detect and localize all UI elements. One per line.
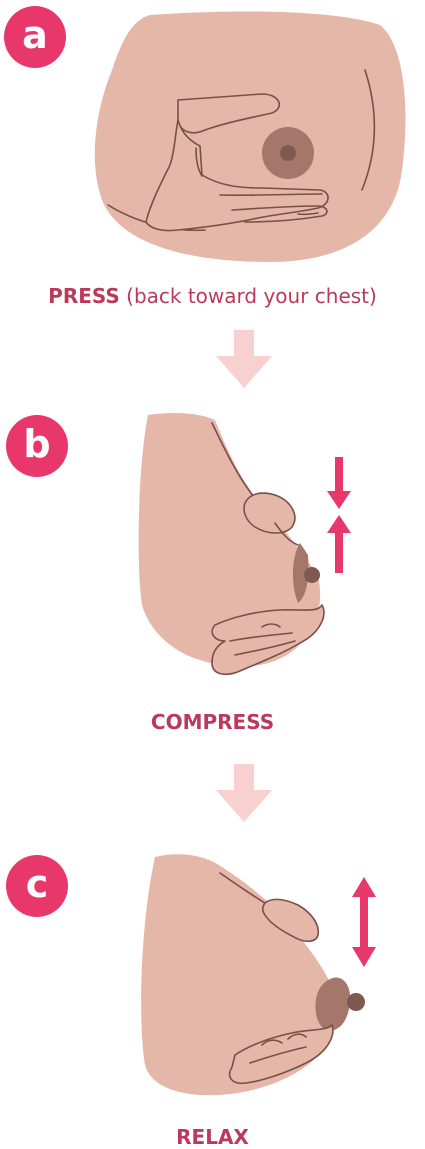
down-arrow-icon	[212, 330, 276, 390]
step-b-caption-strong: COMPRESS	[151, 710, 274, 734]
step-a-illustration	[0, 0, 425, 280]
nipple	[347, 993, 365, 1011]
step-a-caption-strong: PRESS	[48, 284, 120, 308]
step-c-caption: RELAX	[0, 1125, 425, 1149]
step-c-caption-strong: RELAX	[176, 1125, 249, 1149]
step-c-illustration	[0, 845, 425, 1115]
nipple	[304, 567, 320, 583]
nipple	[280, 145, 296, 161]
converging-arrows-icon	[327, 457, 351, 573]
down-arrow-icon	[212, 764, 276, 824]
breast-front	[95, 11, 406, 262]
double-headed-arrow-icon	[352, 877, 376, 967]
step-b-caption: COMPRESS	[0, 710, 425, 734]
step-a-caption-rest: (back toward your chest)	[120, 284, 377, 308]
step-b-illustration	[0, 405, 425, 695]
step-a-caption: PRESS (back toward your chest)	[0, 284, 425, 308]
